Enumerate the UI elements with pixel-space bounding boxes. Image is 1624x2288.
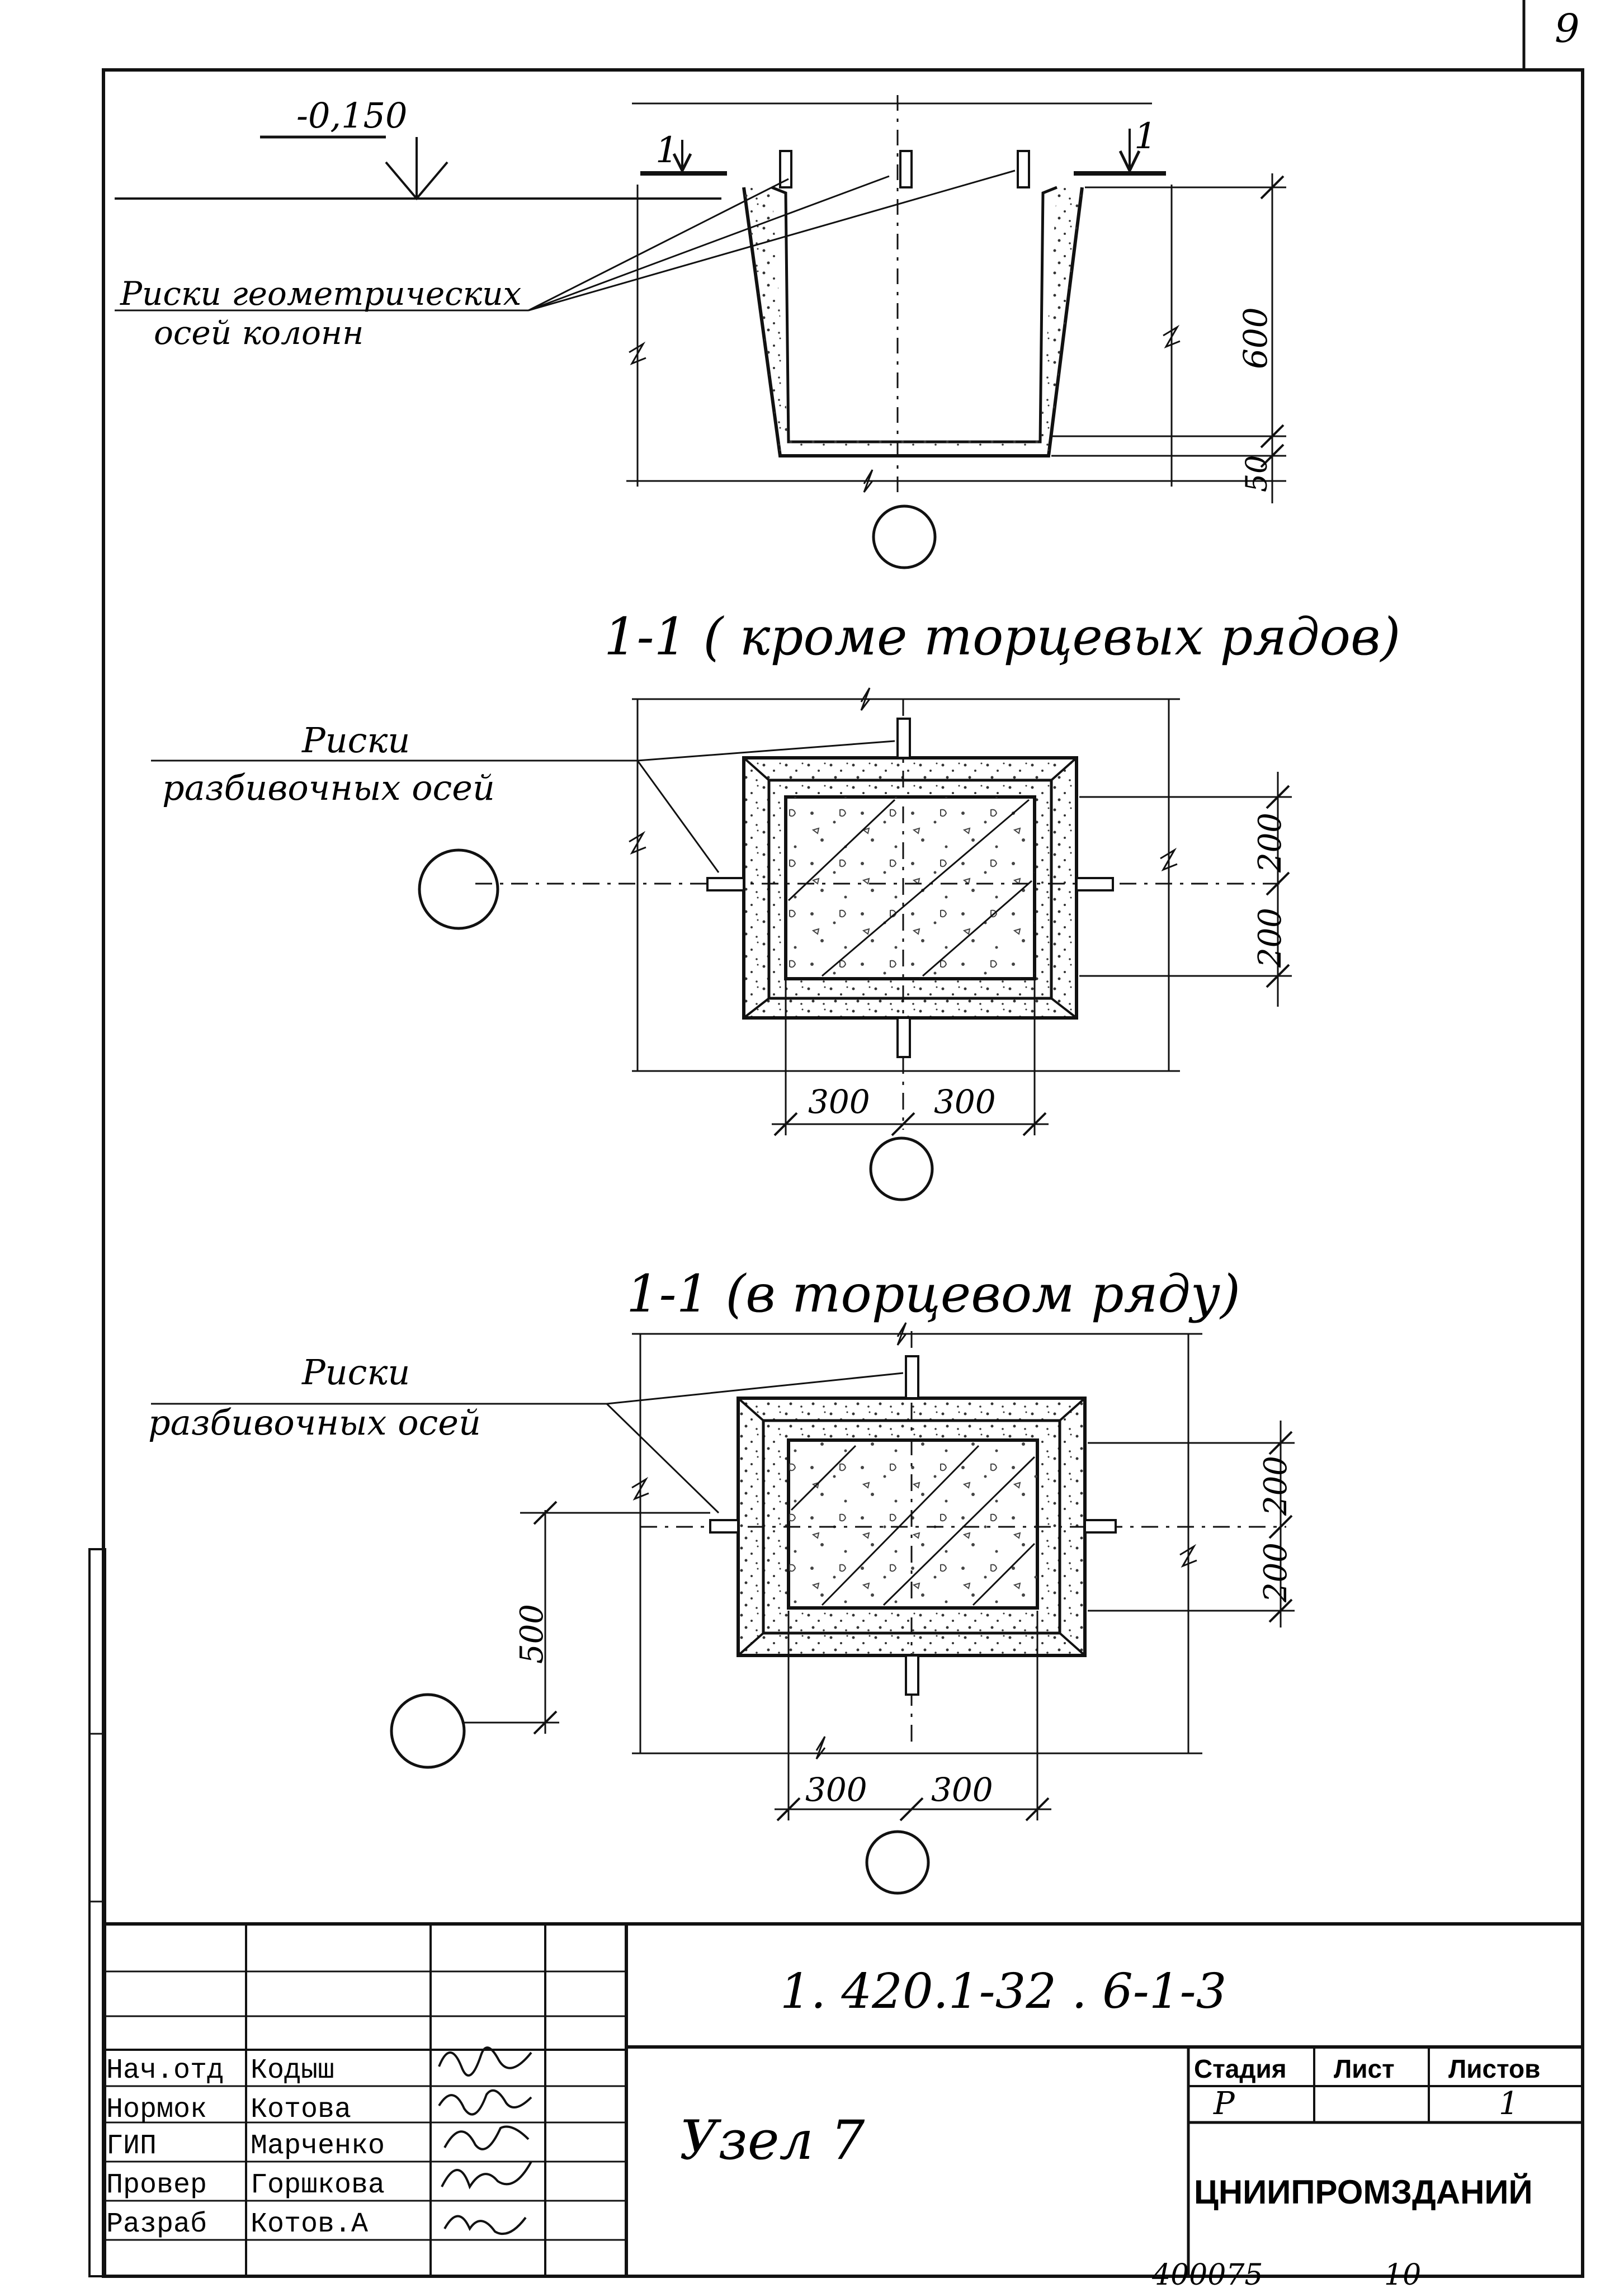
plan1-dim-bottom-right: 300 bbox=[934, 1083, 996, 1121]
stamp-number: 400075 bbox=[1151, 2258, 1263, 2288]
role-3: ГИП bbox=[106, 2130, 157, 2162]
risks-geometric-label-line2: осей колонн bbox=[154, 314, 363, 352]
risks-geometric-label-line1: Риски геометрических bbox=[120, 275, 521, 313]
plan2-view bbox=[151, 1322, 1295, 1895]
plan2-dim-right-top: 200 bbox=[1258, 1456, 1294, 1516]
title-block bbox=[103, 1922, 1583, 2276]
plan1-dim-right-bottom: 200 bbox=[1252, 908, 1288, 968]
organization: ЦНИИПРОМЗДАНИЙ bbox=[1194, 2173, 1533, 2211]
stage-value: Р bbox=[1213, 2086, 1235, 2122]
section-mark-left: 1 bbox=[655, 130, 678, 171]
stage-header: Стадия bbox=[1194, 2054, 1287, 2083]
elevation-view bbox=[115, 95, 1286, 569]
plan2-risks-label-line1: Риски bbox=[301, 1352, 410, 1393]
section-mark-right: 1 bbox=[1134, 116, 1157, 157]
sheets-value: 1 bbox=[1499, 2086, 1519, 2122]
role-5: Разраб bbox=[106, 2209, 207, 2240]
plan1-title: 1-1 ( кроме торцевых рядов) bbox=[604, 607, 1400, 667]
plan2-dim-right-bottom: 200 bbox=[1258, 1542, 1294, 1603]
dim-height-600: 600 bbox=[1236, 307, 1274, 369]
role-1: Нач.отд bbox=[106, 2055, 224, 2087]
stamp-page: 10 bbox=[1384, 2258, 1421, 2288]
sheets-header: Листов bbox=[1448, 2054, 1540, 2083]
plan2-risks-label-line2: разбивочных осей bbox=[148, 1402, 481, 1443]
plan2-dim-bottom-left: 300 bbox=[805, 1771, 867, 1809]
plan2-dim-left: 500 bbox=[514, 1604, 550, 1664]
name-2: Котова bbox=[251, 2094, 351, 2126]
role-4: Провер bbox=[106, 2169, 207, 2201]
name-5: Котов.А bbox=[251, 2209, 368, 2240]
names-column: Кодыш Котова Марченко Горшкова Котов.А bbox=[251, 2055, 385, 2240]
plan1-view bbox=[151, 687, 1292, 1201]
doc-code: 1. 420.1-32 . 6-1-3 bbox=[780, 1964, 1226, 2020]
plan1-risks-label-line2: разбивочных осей bbox=[162, 767, 495, 808]
node-title: Узел 7 bbox=[679, 2109, 865, 2172]
level-mark: -0,150 bbox=[296, 95, 407, 136]
plan2-title: 1-1 (в торцевом ряду) bbox=[626, 1264, 1240, 1324]
plan1-dim-bottom-left: 300 bbox=[808, 1083, 870, 1121]
plan2-dim-bottom-right: 300 bbox=[931, 1771, 993, 1809]
name-4: Горшкова bbox=[251, 2169, 385, 2201]
name-1: Кодыш bbox=[251, 2055, 334, 2087]
plan1-risks-label-line1: Риски bbox=[301, 720, 410, 761]
sheet-header: Лист bbox=[1334, 2054, 1395, 2083]
roles-column: Нач.отд Нормок ГИП Провер Разраб bbox=[106, 2055, 224, 2240]
plan1-dim-right-top: 200 bbox=[1252, 813, 1288, 873]
dim-base-50: 50 bbox=[1240, 455, 1274, 492]
role-2: Нормок bbox=[106, 2094, 207, 2126]
sheet-frame bbox=[88, 0, 1584, 2278]
name-3: Марченко bbox=[251, 2130, 385, 2162]
sheet-number: 9 bbox=[1555, 6, 1580, 51]
